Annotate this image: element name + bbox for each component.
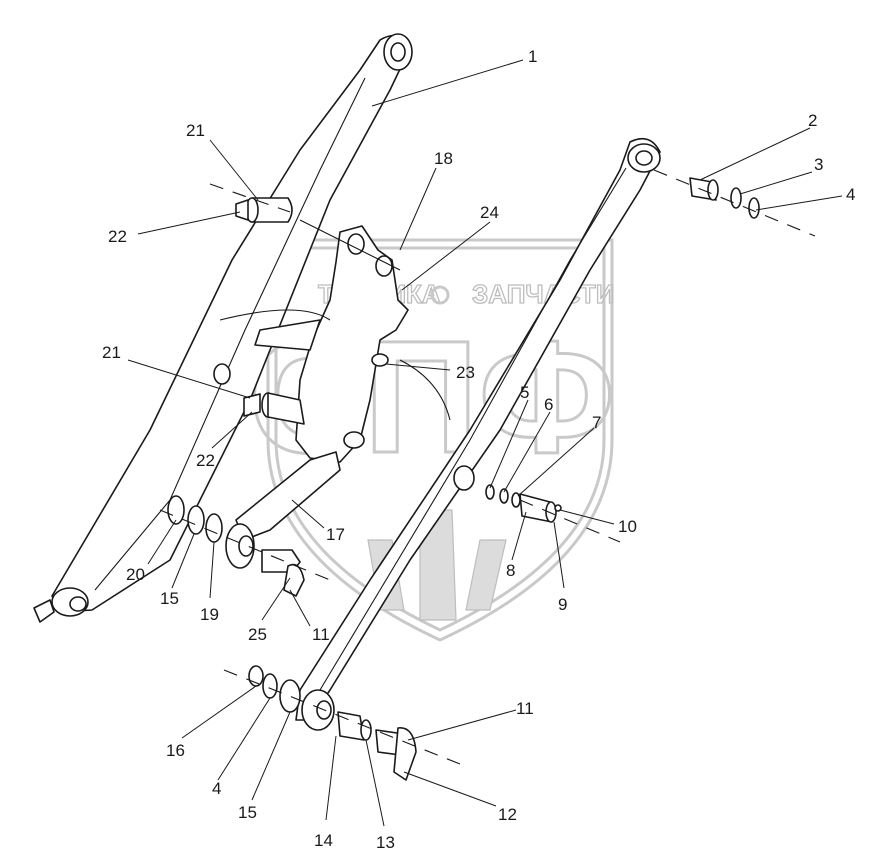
callout-7: 7	[592, 413, 601, 432]
callout-19: 19	[200, 605, 219, 624]
callout-22-top: 22	[108, 227, 127, 246]
callout-10: 10	[618, 517, 637, 536]
callout-labels: 1 2 3 4 21 22 18 24 23 21 22 5 6 7 10 8 …	[102, 47, 855, 852]
callout-5: 5	[520, 383, 529, 402]
washer-group-bottom	[248, 665, 301, 713]
link-arm-left	[33, 33, 413, 623]
callout-6: 6	[544, 395, 553, 414]
callout-4-top: 4	[846, 185, 855, 204]
callout-11-bottom: 11	[516, 699, 534, 718]
link-right-mid-bore	[453, 465, 475, 491]
pin-group-right	[485, 484, 562, 523]
callout-3: 3	[814, 155, 823, 174]
callout-9: 9	[558, 595, 567, 614]
bushing-group-top-right	[689, 177, 760, 219]
bell-crank-bracket	[219, 219, 451, 463]
callout-8: 8	[506, 561, 515, 580]
callout-2: 2	[808, 111, 817, 130]
watermark-gear-icon	[430, 285, 450, 305]
centre-axes	[159, 169, 816, 765]
callout-24: 24	[480, 203, 499, 222]
callout-12: 12	[498, 805, 517, 824]
callout-23: 23	[456, 363, 475, 382]
callout-11-mid: 11	[312, 625, 330, 644]
callout-1: 1	[528, 47, 537, 66]
callout-25: 25	[248, 625, 267, 644]
callout-18: 18	[434, 149, 453, 168]
callout-20: 20	[126, 565, 145, 584]
callout-15-left: 15	[160, 589, 179, 608]
callout-17: 17	[326, 525, 345, 544]
callout-15-bottom: 15	[238, 803, 257, 822]
callout-21-top: 21	[186, 121, 205, 140]
watermark-top-text-right: ЗАПЧАСТИ	[472, 279, 615, 309]
callout-16: 16	[166, 741, 185, 760]
callout-4-bottom: 4	[212, 779, 221, 798]
link-arm-right	[295, 137, 661, 731]
callout-22-mid: 22	[196, 451, 215, 470]
lower-connecting-rod	[225, 451, 341, 569]
callout-13: 13	[376, 833, 395, 852]
leader-lines	[127, 59, 843, 827]
pin-assembly-upper	[235, 197, 293, 223]
pin-assembly-lower	[213, 363, 305, 425]
callout-21-mid: 21	[102, 343, 121, 362]
bushing-group-bottom	[337, 711, 417, 781]
callout-14: 14	[314, 831, 333, 850]
